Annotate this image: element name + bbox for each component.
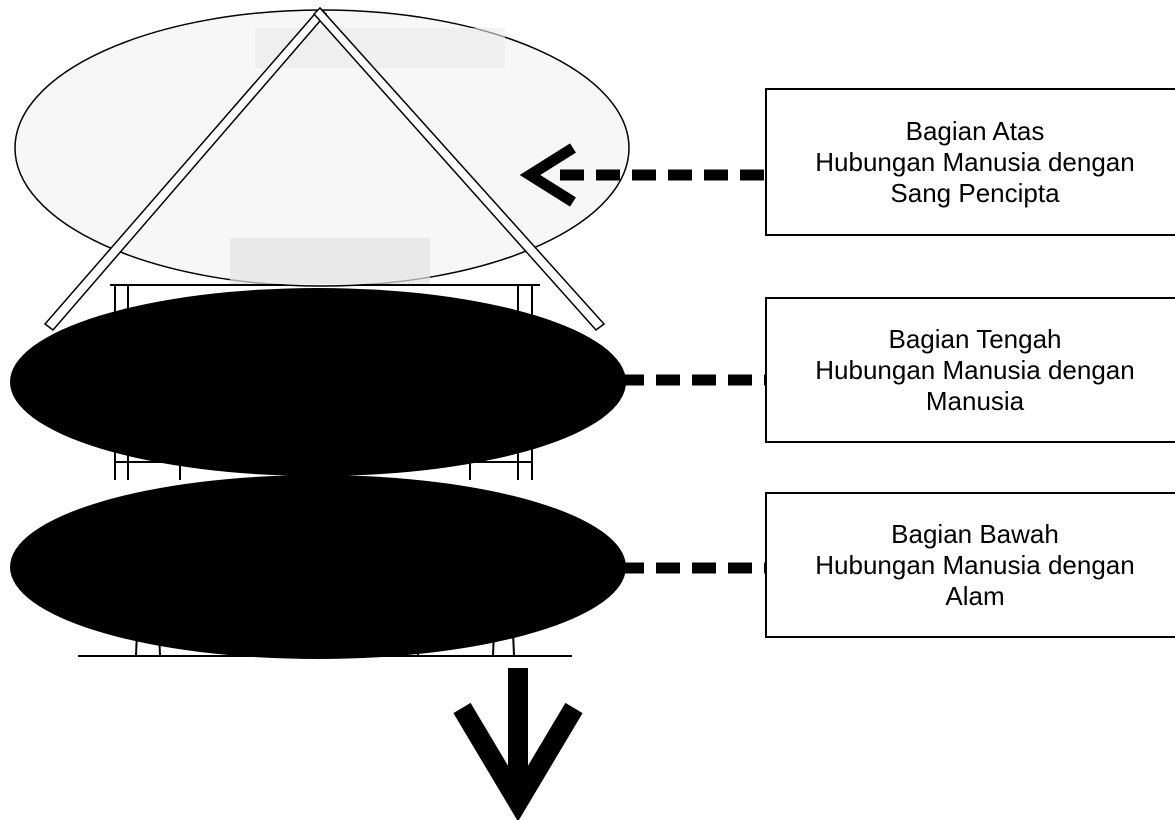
layer-description-line: Alam — [945, 580, 1005, 611]
roof-right-slope — [312, 6, 606, 332]
texture-band — [230, 238, 430, 284]
layer-description-line: Hubungan Manusia dengan — [815, 549, 1135, 580]
connector-top — [519, 143, 765, 207]
label-box-middle: Bagian Tengah Hubungan Manusia dengan Ma… — [765, 297, 1175, 443]
layer-description-line: Hubungan Manusia dengan — [815, 354, 1135, 385]
layer-description-line: Sang Pencipta — [890, 177, 1060, 208]
layer-title: Bagian Atas — [905, 115, 1045, 146]
layer-title: Bagian Bawah — [891, 518, 1059, 549]
layer-description-line: Hubungan Manusia dengan — [815, 146, 1135, 177]
arrow-down-icon — [453, 668, 583, 820]
layer-description-line: Manusia — [925, 385, 1025, 416]
layer-middle-shape — [10, 288, 626, 476]
layer-title: Bagian Tengah — [888, 323, 1062, 354]
label-box-bottom: Bagian Bawah Hubungan Manusia dengan Ala… — [765, 492, 1175, 638]
layer-top-shape — [14, 6, 630, 332]
arrowhead-left-icon — [519, 143, 576, 207]
layer-bottom-shape — [10, 475, 626, 659]
label-box-top: Bagian Atas Hubungan Manusia dengan Sang… — [765, 88, 1175, 236]
